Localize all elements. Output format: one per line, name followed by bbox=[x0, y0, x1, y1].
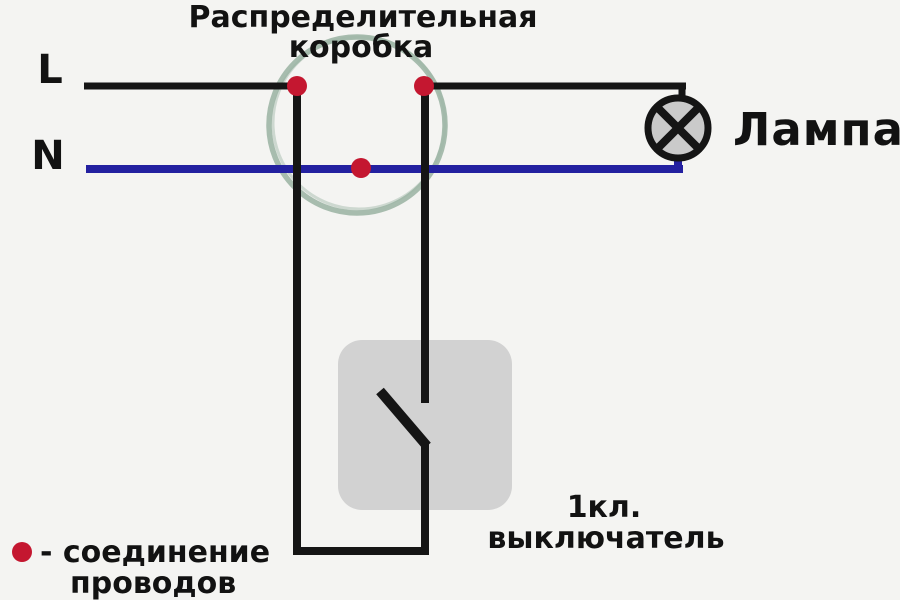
legend-text-line1: - соединение bbox=[40, 535, 270, 570]
switch-plate bbox=[338, 340, 512, 510]
title-line2: коробка bbox=[289, 30, 434, 65]
legend-text-line2: проводов bbox=[70, 566, 236, 600]
lamp-cross-line-2 bbox=[654, 104, 702, 152]
switch-label-line1: 1кл. bbox=[567, 490, 642, 525]
legend-connection-dot bbox=[12, 542, 32, 562]
switch-label-line2: выключатель bbox=[487, 521, 724, 556]
neutral-rail-label: N bbox=[31, 133, 64, 179]
live-rail-label: L bbox=[37, 47, 63, 93]
lamp-label: Лампа bbox=[733, 103, 900, 156]
distribution-box-circle bbox=[266, 34, 448, 216]
junction-dot-left bbox=[287, 76, 307, 96]
title-line1: Распределительная bbox=[188, 0, 537, 35]
distribution-box-circle-inner bbox=[271, 35, 447, 211]
junction-dot-right bbox=[414, 76, 434, 96]
lamp-icon bbox=[644, 94, 712, 162]
junction-dot-neutral bbox=[351, 158, 371, 178]
switch-lever bbox=[376, 387, 431, 450]
